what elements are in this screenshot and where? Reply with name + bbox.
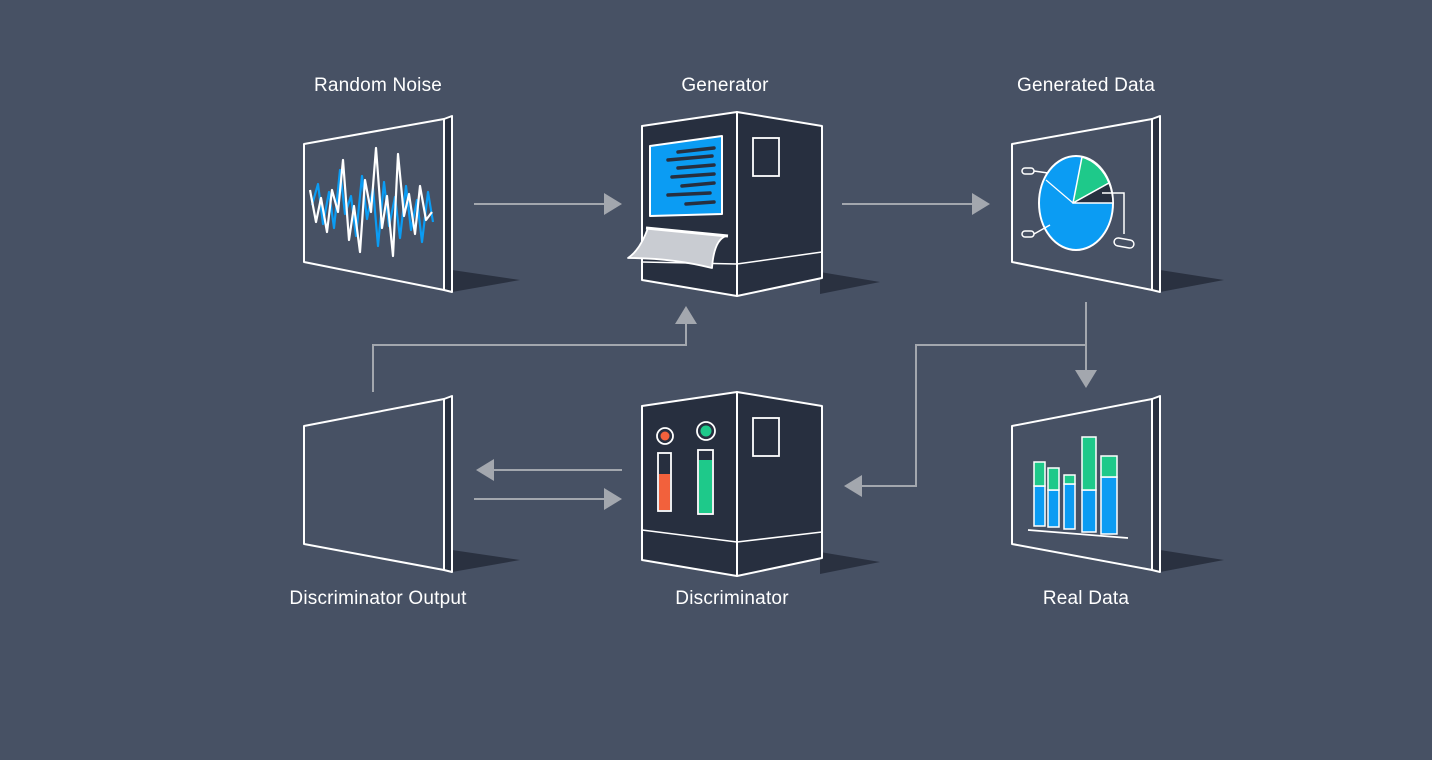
generated-data-panel bbox=[1011, 115, 1224, 293]
printout-paper bbox=[627, 227, 727, 269]
arrowhead-data-to-discriminator bbox=[844, 475, 862, 497]
arrow-feedback-to-generator bbox=[372, 322, 687, 392]
pie-divider bbox=[1045, 179, 1074, 204]
arrowhead-feedback-to-generator bbox=[675, 306, 697, 324]
panel-edge bbox=[443, 395, 453, 573]
label-discriminator-output: Discriminator Output bbox=[289, 588, 467, 609]
machine-front bbox=[641, 391, 738, 577]
panel-shadow bbox=[1160, 550, 1224, 572]
machine-shadow bbox=[820, 272, 880, 294]
arrowhead-generator-to-generated-data bbox=[972, 193, 990, 215]
machine-base-line-side bbox=[736, 251, 823, 265]
panel-edge bbox=[1151, 395, 1161, 573]
arrowhead-discriminator-to-output bbox=[476, 459, 494, 481]
arrowhead-noise-to-generator bbox=[604, 193, 622, 215]
machine-base-line-side bbox=[736, 531, 823, 543]
machine-base-line-front bbox=[641, 529, 738, 543]
label-generator: Generator bbox=[681, 75, 769, 96]
label-discriminator: Discriminator bbox=[675, 588, 789, 609]
arrowhead-output-to-discriminator bbox=[604, 488, 622, 510]
discriminator-machine bbox=[641, 391, 880, 577]
panel-face bbox=[303, 398, 445, 571]
connectors bbox=[372, 193, 1097, 510]
discriminator-output-panel bbox=[303, 395, 520, 573]
noise-wave-white bbox=[308, 146, 433, 258]
label-generated-data: Generated Data bbox=[1017, 75, 1155, 96]
random-noise-panel bbox=[303, 115, 520, 293]
label-real-data: Real Data bbox=[1042, 588, 1130, 609]
machine-vent bbox=[752, 417, 780, 457]
panel-edge bbox=[443, 115, 453, 293]
panel-shadow bbox=[452, 270, 520, 292]
panel-shadow bbox=[1160, 270, 1224, 292]
screen-code-lines bbox=[666, 146, 716, 206]
real-data-bars bbox=[1033, 436, 1118, 535]
real-data-panel bbox=[1011, 395, 1224, 573]
arrow-data-to-discriminator bbox=[860, 344, 1086, 487]
machine-vent bbox=[752, 137, 780, 177]
pie-callouts bbox=[1021, 167, 1135, 249]
label-random-noise: Random Noise bbox=[313, 75, 443, 96]
panel-edge bbox=[1151, 115, 1161, 293]
printout-slot bbox=[645, 226, 729, 238]
arrowhead-generated-to-real bbox=[1075, 370, 1097, 388]
generator-machine bbox=[627, 111, 880, 297]
bars-baseline bbox=[1027, 529, 1129, 539]
panel-shadow bbox=[452, 550, 520, 572]
machine-shadow bbox=[820, 552, 880, 574]
